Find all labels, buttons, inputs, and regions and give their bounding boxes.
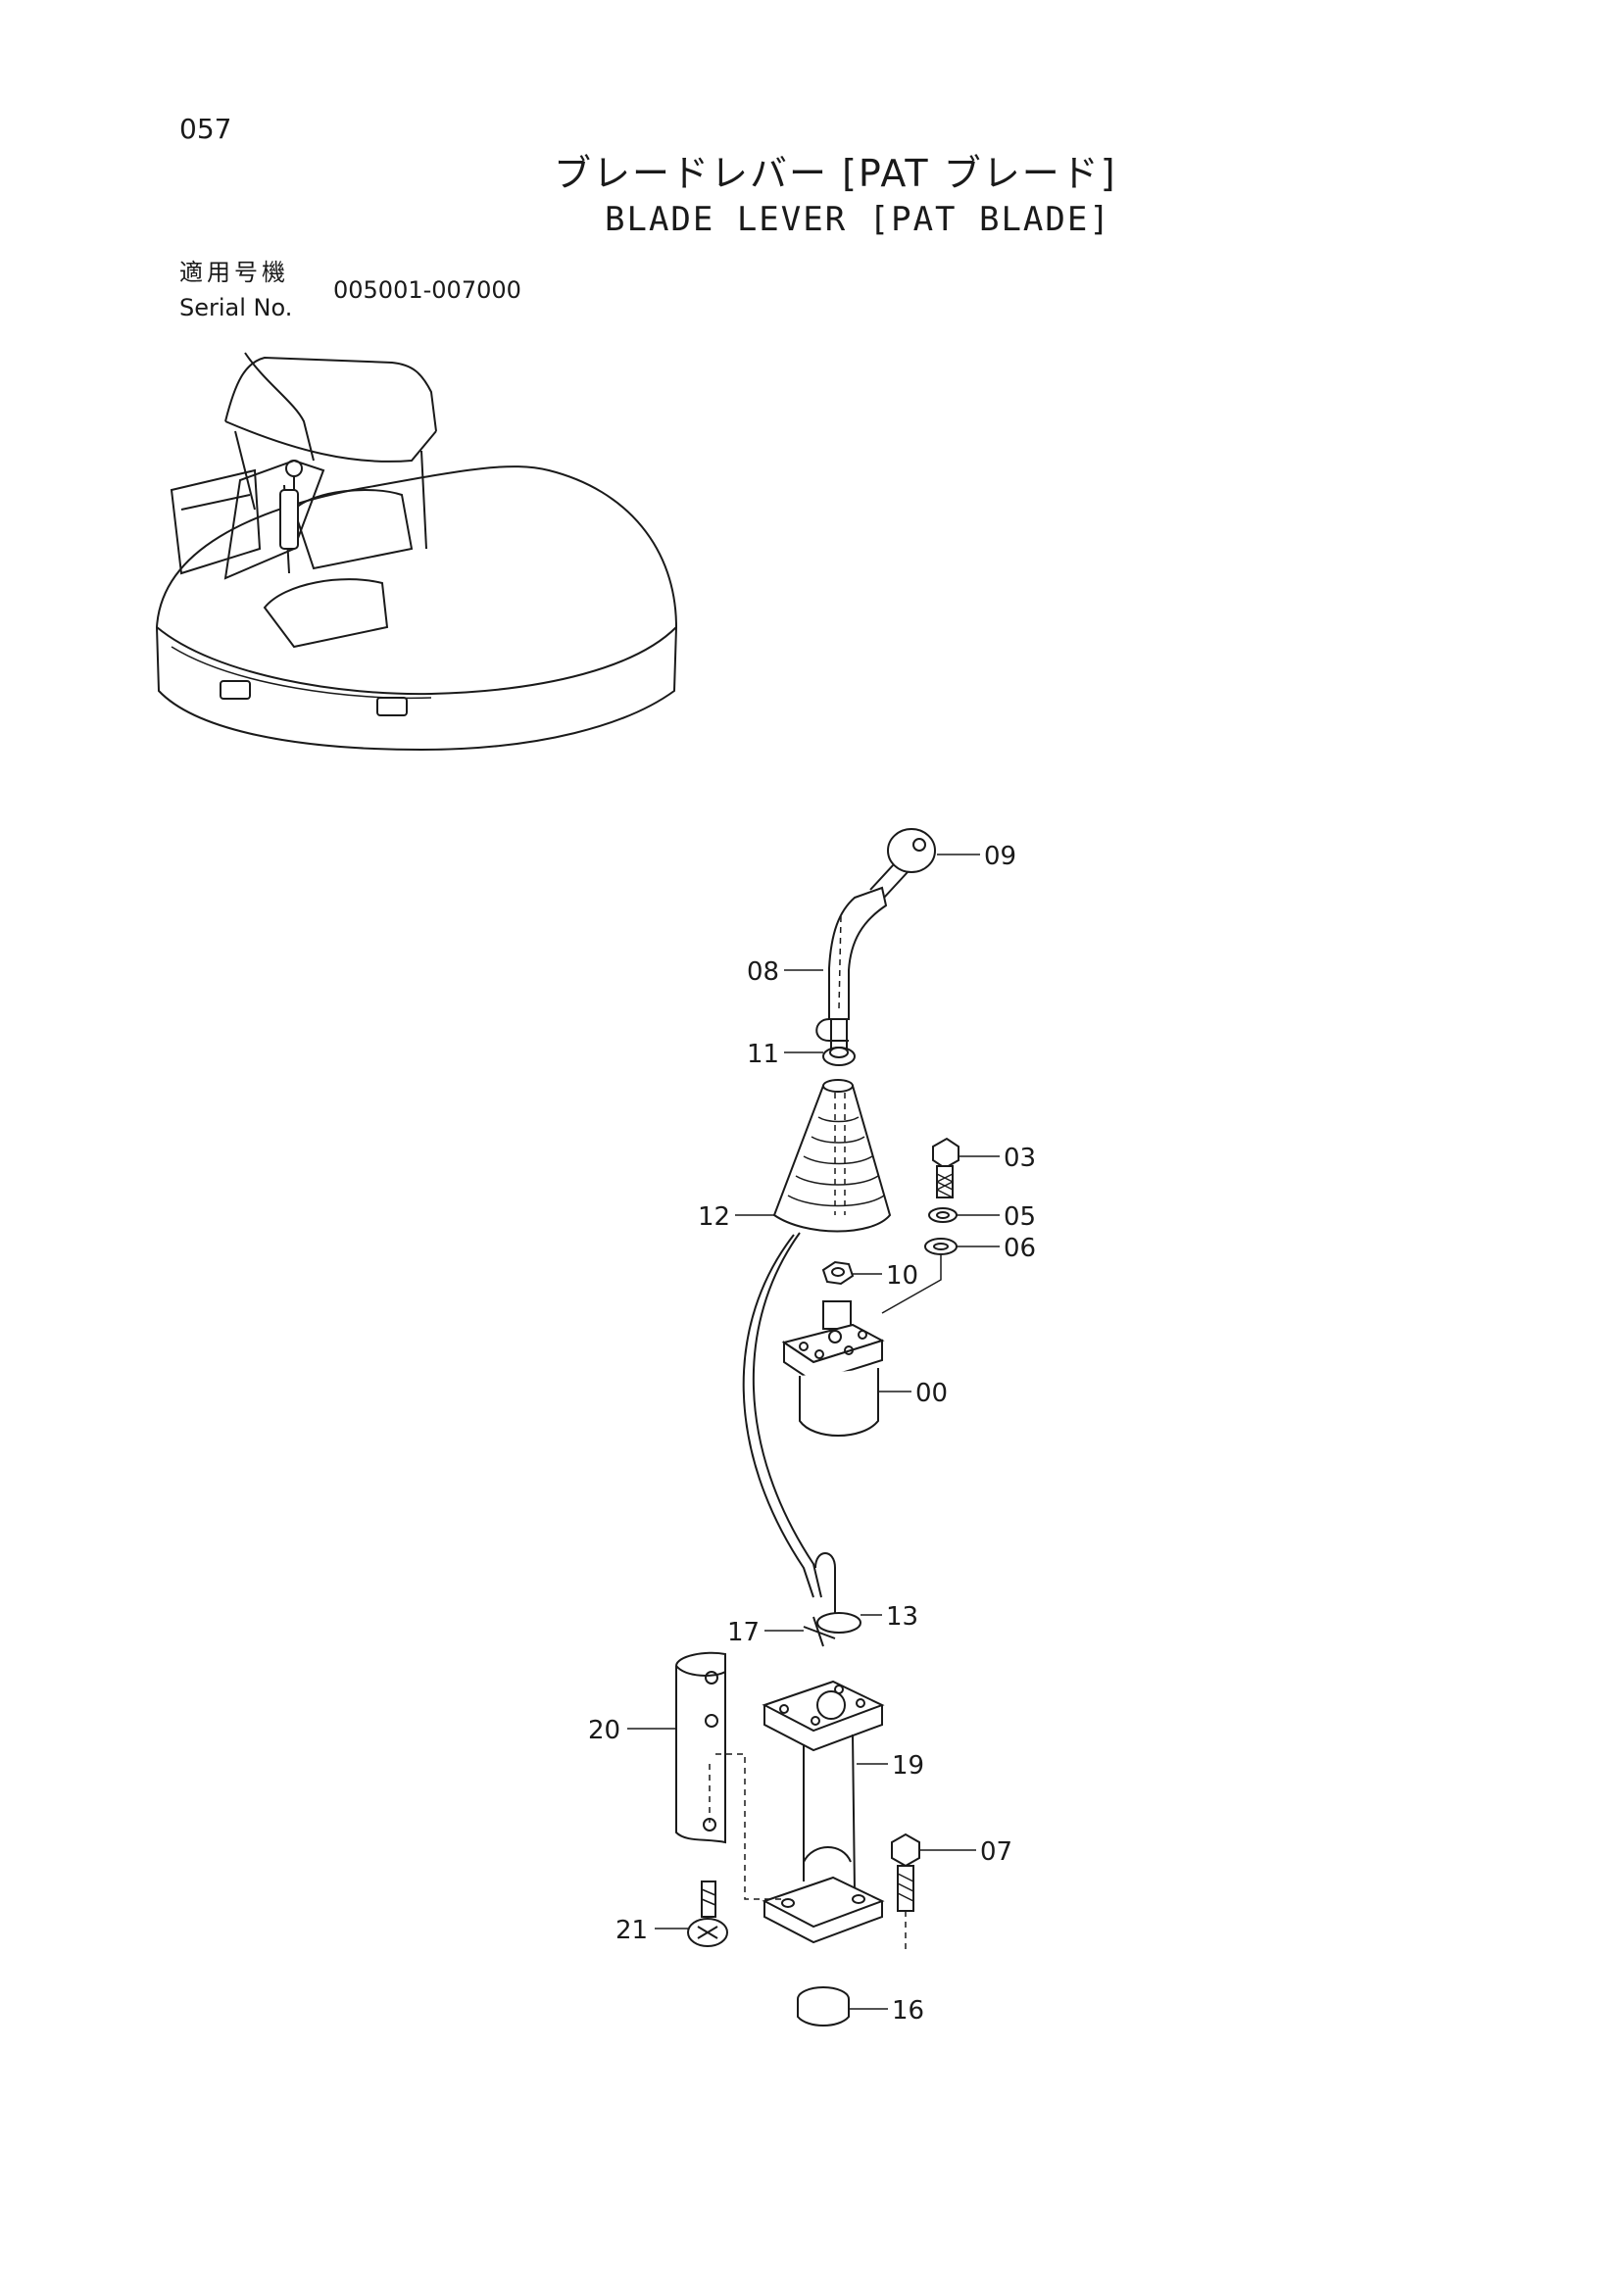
title-english: BLADE LEVER [PAT BLADE] bbox=[605, 200, 1111, 239]
callout-10: 10 bbox=[886, 1261, 918, 1291]
callout-07: 07 bbox=[980, 1837, 1012, 1867]
serial-label-english: Serial No. bbox=[179, 294, 293, 321]
leader-lines bbox=[627, 854, 1000, 2010]
blade-lever-assembly bbox=[675, 828, 959, 2027]
cable bbox=[742, 1234, 814, 1598]
page-number: 057 bbox=[179, 113, 232, 145]
callout-09: 09 bbox=[984, 842, 1016, 871]
callout-20: 20 bbox=[588, 1716, 620, 1745]
part-10-nut bbox=[821, 1260, 855, 1286]
machine-locator-illustration bbox=[156, 352, 677, 752]
callout-03: 03 bbox=[1004, 1144, 1036, 1173]
callout-12: 12 bbox=[698, 1202, 730, 1232]
serial-label-japanese: 適用号機 bbox=[179, 259, 289, 286]
callout-06: 06 bbox=[1004, 1234, 1036, 1263]
callout-21: 21 bbox=[615, 1916, 648, 1945]
part-20-cover bbox=[675, 1651, 726, 1844]
part-00-pilot-valve bbox=[781, 1300, 885, 1437]
part-12-boot bbox=[772, 1079, 892, 1233]
part-09-knob bbox=[869, 828, 936, 899]
callout-labels: 09 08 11 03 12 05 06 10 00 13 17 20 19 0… bbox=[588, 842, 1036, 2026]
part-08-lever bbox=[815, 886, 888, 1053]
callout-05: 05 bbox=[1004, 1202, 1036, 1232]
callout-16: 16 bbox=[892, 1996, 924, 2026]
part-16-plug bbox=[797, 1986, 850, 2027]
part-11-nut bbox=[822, 1047, 856, 1066]
title-japanese: ブレードレバー [PAT ブレード] bbox=[554, 152, 1117, 195]
callout-11: 11 bbox=[747, 1040, 779, 1069]
part-06-washer bbox=[924, 1238, 958, 1255]
part-03-bolt bbox=[932, 1137, 959, 1198]
part-07-bolt bbox=[891, 1832, 920, 1950]
serial-range: 005001-007000 bbox=[333, 276, 521, 304]
callout-17: 17 bbox=[727, 1618, 760, 1647]
part-13-clamp bbox=[803, 1552, 861, 1647]
callout-08: 08 bbox=[747, 957, 779, 987]
part-21-screw bbox=[687, 1881, 728, 1947]
part-19-bracket bbox=[762, 1680, 885, 1944]
part-05-lock-washer bbox=[928, 1207, 958, 1223]
callout-13: 13 bbox=[886, 1602, 918, 1632]
callout-00: 00 bbox=[915, 1379, 948, 1408]
callout-19: 19 bbox=[892, 1751, 924, 1781]
